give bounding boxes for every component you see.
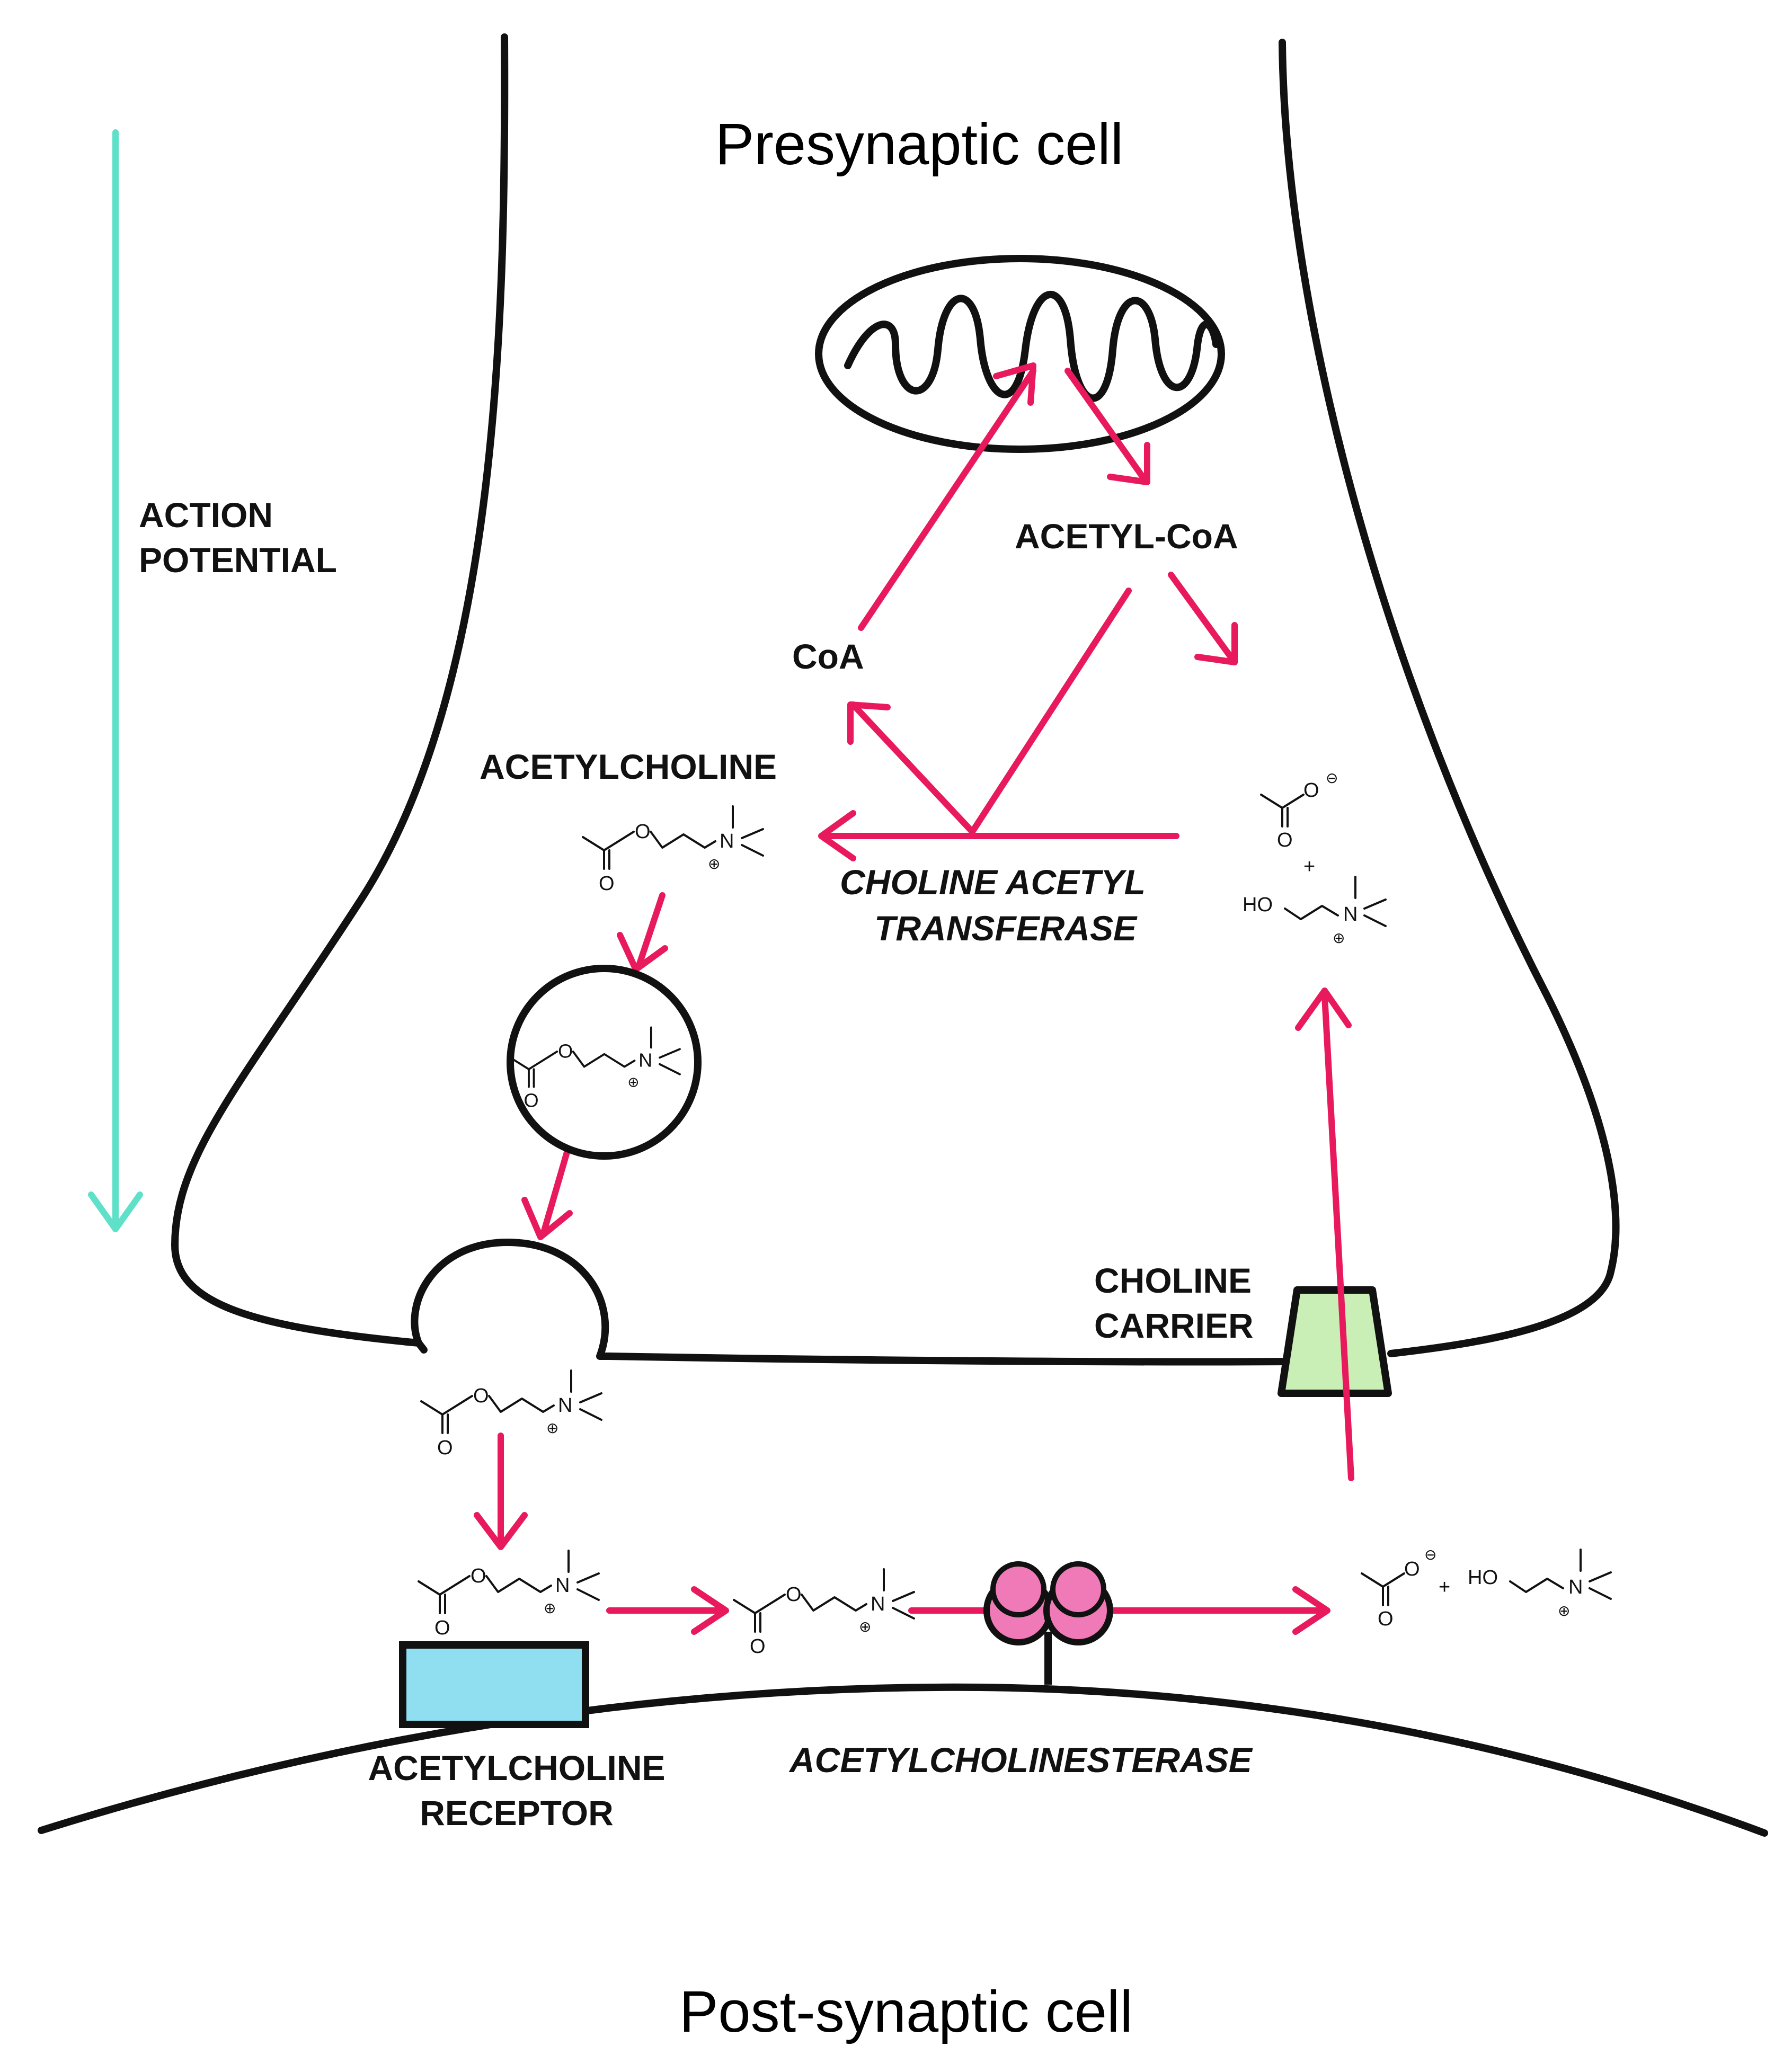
svg-text:O: O: [635, 821, 651, 843]
svg-text:⊕: ⊕: [627, 1074, 639, 1090]
svg-text:HO: HO: [1468, 1567, 1498, 1589]
coa-label: CoA: [792, 637, 864, 676]
synaptic-vesicle: [507, 965, 702, 1160]
svg-text:⊕: ⊕: [1333, 930, 1345, 946]
choline-carrier-label-line1: CHOLINE: [1094, 1261, 1252, 1300]
svg-text:O: O: [524, 1090, 539, 1111]
acetylcholine-structure-vesicle: O N O ⊕: [508, 1026, 681, 1111]
choline-structure-cleft: HO N ⊕: [1468, 1549, 1612, 1619]
hydrolysis-arrow: [908, 1586, 1330, 1635]
svg-text:O: O: [558, 1040, 573, 1062]
acetylcholine-label: ACETYLCHOLINE: [480, 747, 777, 786]
acetyl-coa-label: ACETYL-CoA: [1015, 517, 1238, 556]
plus-sign-cleft: +: [1439, 1576, 1450, 1598]
action-potential-arrow: [88, 129, 143, 1232]
plus-sign-presynaptic: +: [1303, 856, 1315, 878]
presynaptic-membrane: [171, 33, 1620, 1366]
pathway-arrows-presynaptic: [521, 362, 1238, 1240]
svg-text:⊖: ⊖: [1424, 1546, 1436, 1563]
svg-text:N: N: [720, 830, 734, 852]
svg-text:⊕: ⊕: [1558, 1603, 1570, 1619]
svg-text:HO: HO: [1243, 894, 1273, 916]
svg-text:⊕: ⊕: [859, 1618, 871, 1635]
vesicle-fusion-edge: [415, 1339, 428, 1354]
svg-text:O: O: [1277, 829, 1293, 851]
action-potential-label-line1: ACTION: [139, 495, 273, 535]
svg-text:O: O: [1404, 1558, 1420, 1580]
svg-text:N: N: [555, 1574, 570, 1597]
choline-structure-presynaptic: HO N ⊕: [1243, 876, 1387, 946]
acetylcholine-structure-cytoplasm: O N O ⊕: [582, 805, 764, 895]
svg-text:O: O: [471, 1565, 486, 1587]
svg-text:N: N: [558, 1394, 572, 1417]
svg-text:⊕: ⊕: [708, 856, 720, 872]
acetylcholine-structure-bound: O N O ⊕: [418, 1550, 600, 1639]
svg-text:⊕: ⊕: [544, 1600, 556, 1616]
acetylcholine-structure-released: O N O ⊕: [420, 1369, 602, 1459]
acetate-structure-cleft: O ⊖ O: [1361, 1546, 1436, 1630]
svg-text:N: N: [871, 1593, 885, 1615]
svg-text:O: O: [750, 1635, 766, 1658]
svg-text:O: O: [1378, 1608, 1394, 1630]
svg-text:O: O: [599, 873, 615, 895]
action-potential-label-line2: POTENTIAL: [139, 540, 337, 580]
choline-acetyltransferase-label-line2: TRANSFERASE: [874, 909, 1138, 948]
release-to-receptor-arrow: [474, 1433, 528, 1550]
svg-text:N: N: [1568, 1576, 1583, 1598]
svg-text:O: O: [786, 1583, 802, 1606]
choline-reuptake-arrow: [1295, 988, 1354, 1481]
svg-text:N: N: [1343, 903, 1358, 926]
svg-text:O: O: [1303, 779, 1319, 802]
svg-text:N: N: [638, 1049, 652, 1071]
mitochondrion: [815, 255, 1225, 453]
presynaptic-title: Presynaptic cell: [715, 112, 1123, 177]
acetate-structure-presynaptic: O ⊖ O: [1260, 770, 1338, 851]
svg-text:O: O: [437, 1437, 453, 1459]
choline-acetyltransferase-label-line1: CHOLINE ACETYL: [840, 862, 1146, 902]
acetylcholine-receptor-label-line2: RECEPTOR: [420, 1793, 614, 1832]
svg-text:O: O: [434, 1617, 450, 1639]
acetylcholine-receptor: [399, 1641, 589, 1728]
postsynaptic-title: Post-synaptic cell: [679, 1979, 1133, 2044]
receptor-to-esterase-arrow: [606, 1586, 729, 1635]
choline-carrier: [1278, 1286, 1392, 1397]
svg-text:⊖: ⊖: [1326, 770, 1338, 786]
choline-carrier-label-line2: CARRIER: [1094, 1306, 1254, 1345]
acetylcholinesterase-label: ACETYLCHOLINESTERASE: [788, 1740, 1253, 1780]
postsynaptic-membrane: [38, 1683, 1768, 1837]
svg-text:O: O: [473, 1385, 489, 1407]
acetylcholinesterase-enzyme: [983, 1561, 1113, 1685]
svg-text:⊕: ⊕: [546, 1420, 558, 1436]
acetylcholine-receptor-label-line1: ACETYLCHOLINE: [368, 1748, 666, 1787]
acetylcholine-structure-esterase: O N O ⊕: [733, 1568, 915, 1658]
